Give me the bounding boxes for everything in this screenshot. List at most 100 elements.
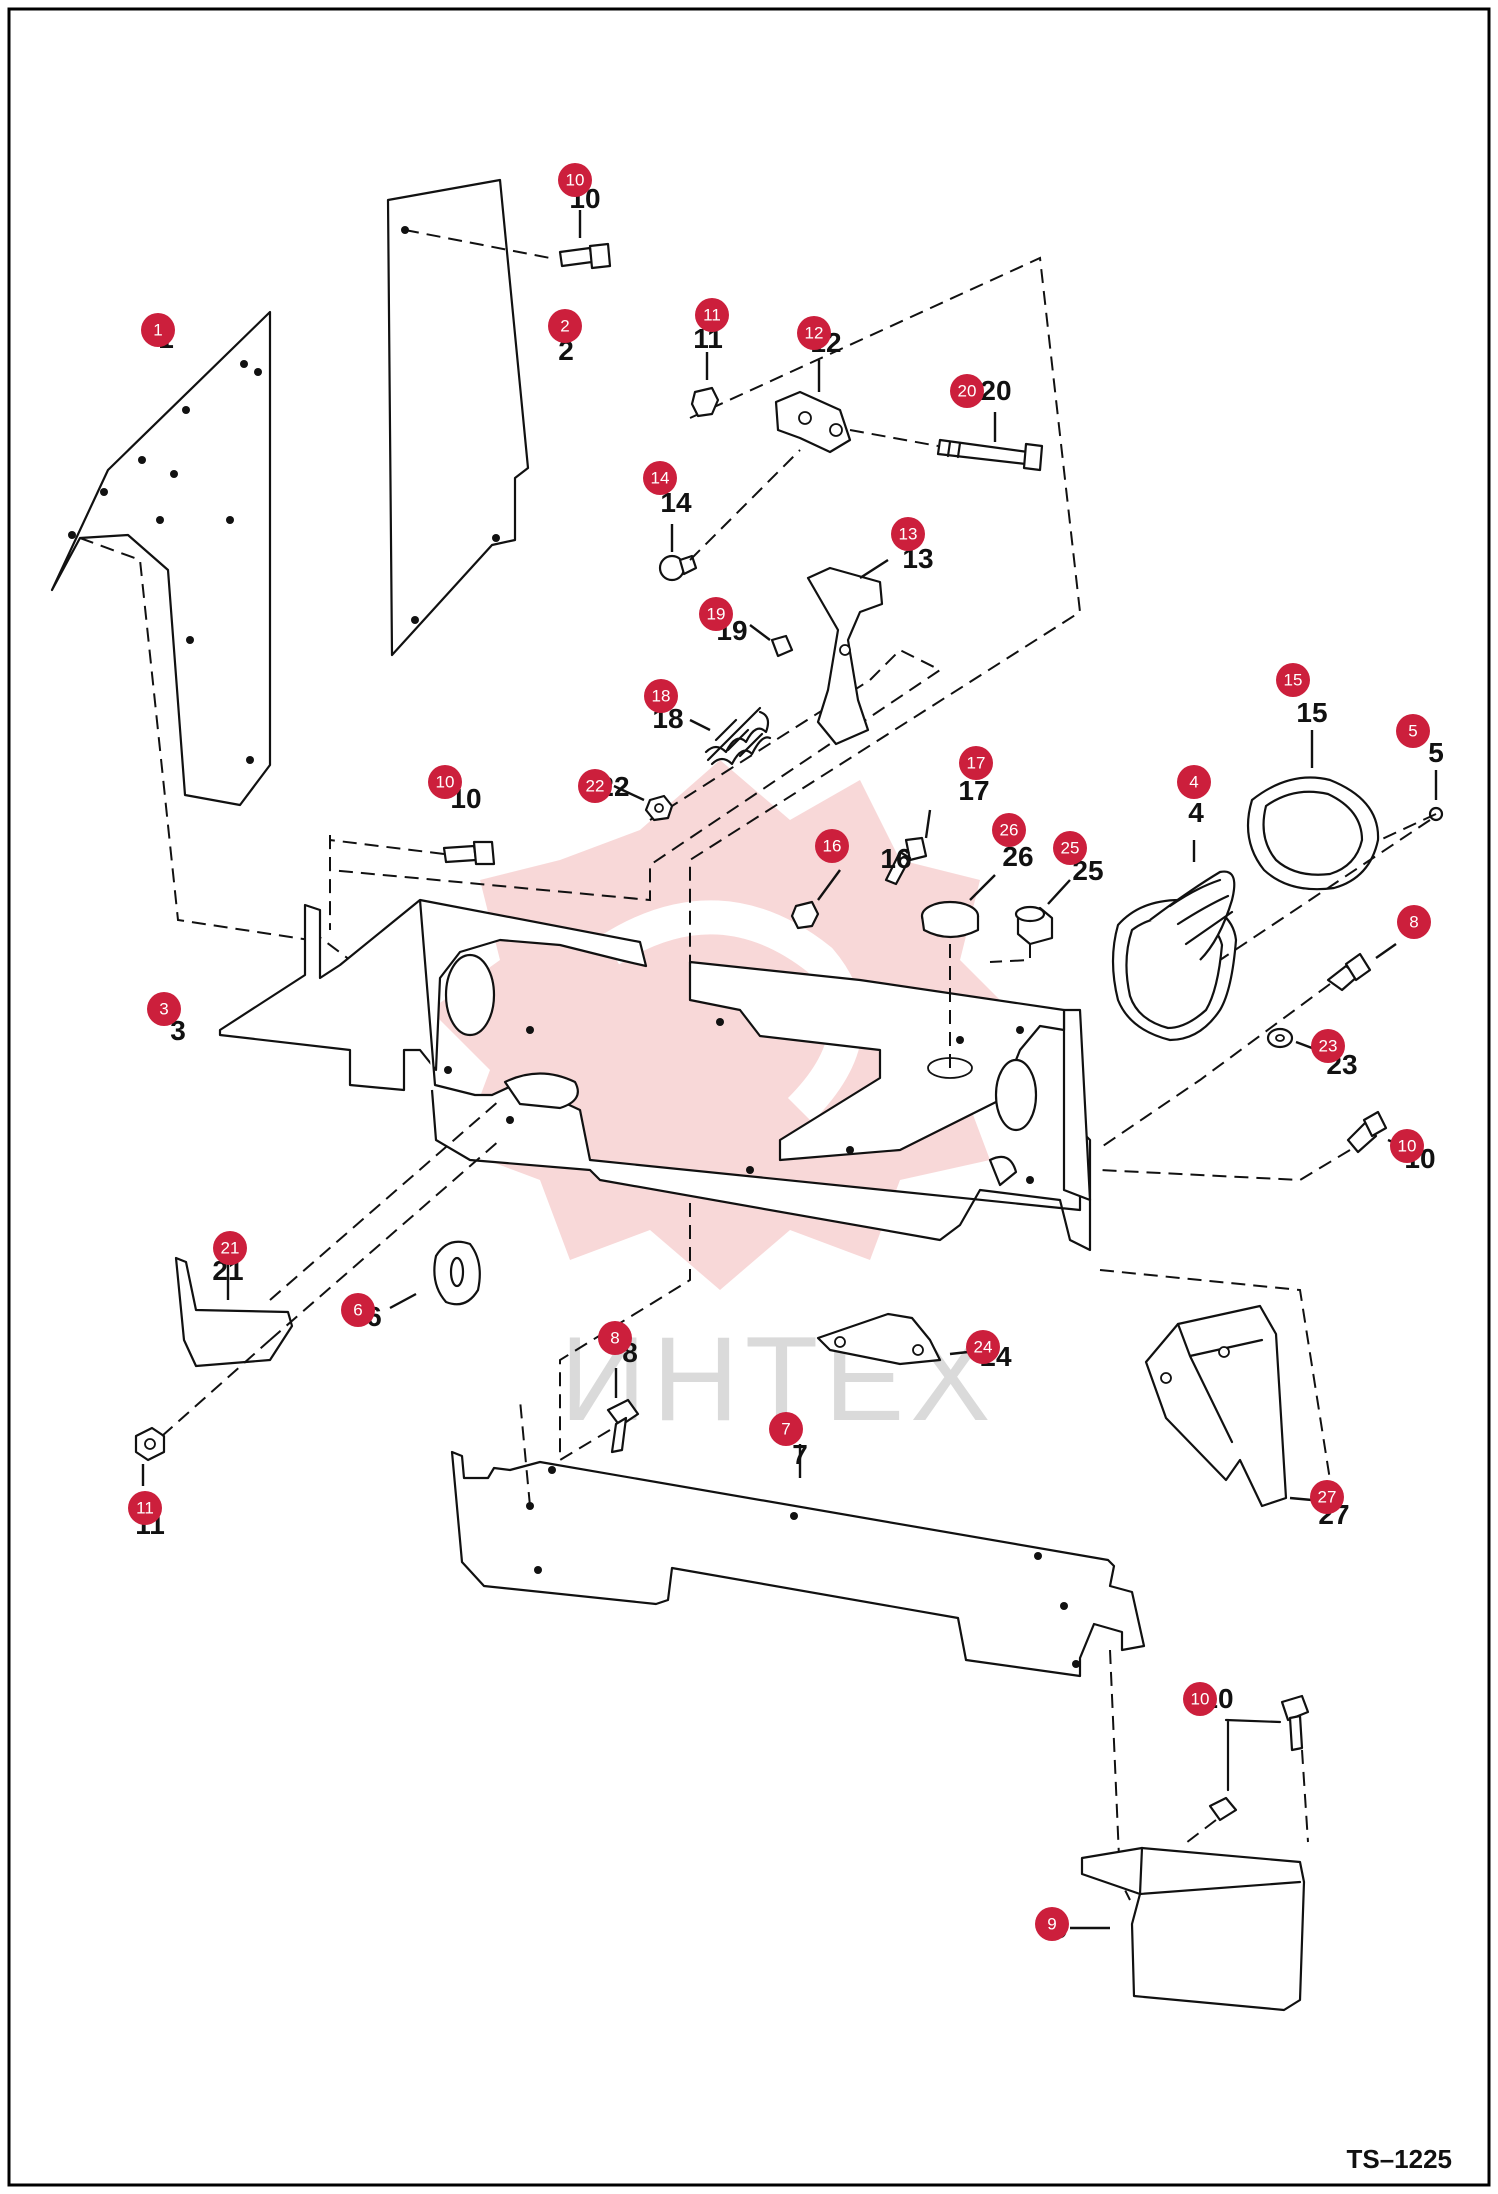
svg-text:22: 22: [586, 777, 605, 796]
bracket-12: [774, 390, 852, 454]
callout-3: 3: [147, 992, 181, 1026]
callout-27: 27: [1310, 1480, 1344, 1514]
svg-text:10: 10: [1191, 1690, 1210, 1709]
svg-text:21: 21: [221, 1239, 240, 1258]
svg-text:7: 7: [792, 1439, 808, 1470]
callout-13: 13: [891, 517, 925, 551]
svg-text:25: 25: [1061, 839, 1080, 858]
nut-16: [790, 900, 820, 930]
svg-text:16: 16: [823, 837, 842, 856]
plug-25: [1014, 905, 1054, 946]
svg-text:19: 19: [707, 605, 726, 624]
callout-12: 12: [797, 316, 831, 350]
svg-text:3: 3: [170, 1015, 186, 1046]
callout-22: 22: [578, 769, 612, 803]
screw-19: [770, 634, 794, 658]
part-3-frame: [218, 898, 1092, 1252]
callout-10-bottom: 10: [1183, 1682, 1217, 1716]
svg-text:14: 14: [651, 469, 670, 488]
svg-text:8: 8: [1409, 913, 1418, 932]
svg-text:27: 27: [1318, 1488, 1337, 1507]
bracket-21: [174, 1256, 294, 1368]
callout-16: 16: [815, 829, 849, 863]
svg-text:11: 11: [136, 1499, 154, 1518]
nut-11-bottom: [134, 1426, 166, 1462]
callout-26: 26: [992, 813, 1026, 847]
bolt-17: [884, 836, 928, 886]
svg-text:20: 20: [980, 375, 1011, 406]
svg-text:16: 16: [880, 843, 911, 874]
svg-text:26: 26: [1000, 821, 1019, 840]
callout-9: 9: [1035, 1907, 1069, 1941]
bolt-10-bottom: [1208, 1694, 1310, 1822]
bolt-8-bottom: [606, 1398, 640, 1454]
svg-text:5: 5: [1408, 722, 1417, 741]
callout-5: 5: [1396, 714, 1430, 748]
svg-text:7: 7: [781, 1420, 790, 1439]
callout-2: 2: [548, 309, 582, 343]
svg-text:5: 5: [1428, 737, 1444, 768]
nut-11-top: [690, 386, 720, 418]
bolt-8-right: [1326, 952, 1372, 992]
svg-text:4: 4: [1189, 773, 1198, 792]
callout-8-bottom: 8: [598, 1321, 632, 1355]
callout-11-bottom: 11: [128, 1491, 162, 1525]
callout-14: 14: [643, 461, 677, 495]
svg-text:1: 1: [153, 321, 162, 340]
callout-10-mid: 10: [428, 765, 462, 799]
gasket-15: [1246, 776, 1380, 891]
callout-24: 24: [966, 1330, 1000, 1364]
bracket-24: [816, 1312, 942, 1366]
pin-14: [658, 554, 698, 582]
figure-code: TS–1225: [1346, 2144, 1452, 2174]
callout-4: 4: [1177, 765, 1211, 799]
svg-text:9: 9: [1047, 1915, 1056, 1934]
callout-11-top: 11: [695, 298, 729, 332]
svg-text:10: 10: [436, 773, 455, 792]
svg-text:11: 11: [703, 306, 721, 325]
svg-text:2: 2: [560, 317, 569, 336]
bolt-20: [936, 438, 1044, 472]
callout-10-right: 10: [1390, 1129, 1424, 1163]
callout-badges: 10 1 2 11 12 20 14 13 19 18 22 10 17 16 …: [128, 163, 1431, 1941]
washer-23: [1266, 1027, 1294, 1049]
callout-6: 6: [341, 1293, 375, 1327]
svg-text:15: 15: [1284, 671, 1303, 690]
bolt-10-right: [1346, 1110, 1388, 1154]
part-1-panel: [50, 310, 272, 807]
svg-text:17: 17: [967, 754, 986, 773]
svg-text:10: 10: [566, 171, 585, 190]
svg-text:10: 10: [1398, 1137, 1417, 1156]
svg-text:15: 15: [1296, 697, 1327, 728]
svg-text:3: 3: [159, 1000, 168, 1019]
svg-text:18: 18: [652, 687, 671, 706]
callout-15: 15: [1276, 663, 1310, 697]
spring-18: [704, 706, 772, 766]
svg-text:13: 13: [899, 525, 918, 544]
svg-text:6: 6: [353, 1301, 362, 1320]
callout-19: 19: [699, 597, 733, 631]
svg-text:24: 24: [974, 1338, 993, 1357]
svg-text:17: 17: [958, 775, 989, 806]
callout-18: 18: [644, 679, 678, 713]
bracket-27: [1144, 1304, 1288, 1508]
callout-10-top: 10: [558, 163, 592, 197]
bracket-13: [806, 566, 884, 746]
callout-20: 20: [950, 374, 984, 408]
bolt-10-top: [558, 242, 612, 270]
callout-23: 23: [1311, 1029, 1345, 1063]
bolt-10-mid: [442, 840, 496, 866]
svg-text:8: 8: [610, 1329, 619, 1348]
nut-22: [644, 794, 674, 822]
callout-25: 25: [1053, 831, 1087, 865]
plug-26: [920, 900, 980, 939]
svg-text:4: 4: [1188, 797, 1204, 828]
svg-text:20: 20: [958, 382, 977, 401]
boot-4: [1111, 870, 1238, 1042]
part-2-panel: [386, 178, 530, 657]
callout-21: 21: [213, 1231, 247, 1265]
svg-text:12: 12: [805, 324, 824, 343]
bracket-9: [1080, 1846, 1306, 2012]
grommet-6: [433, 1240, 481, 1306]
